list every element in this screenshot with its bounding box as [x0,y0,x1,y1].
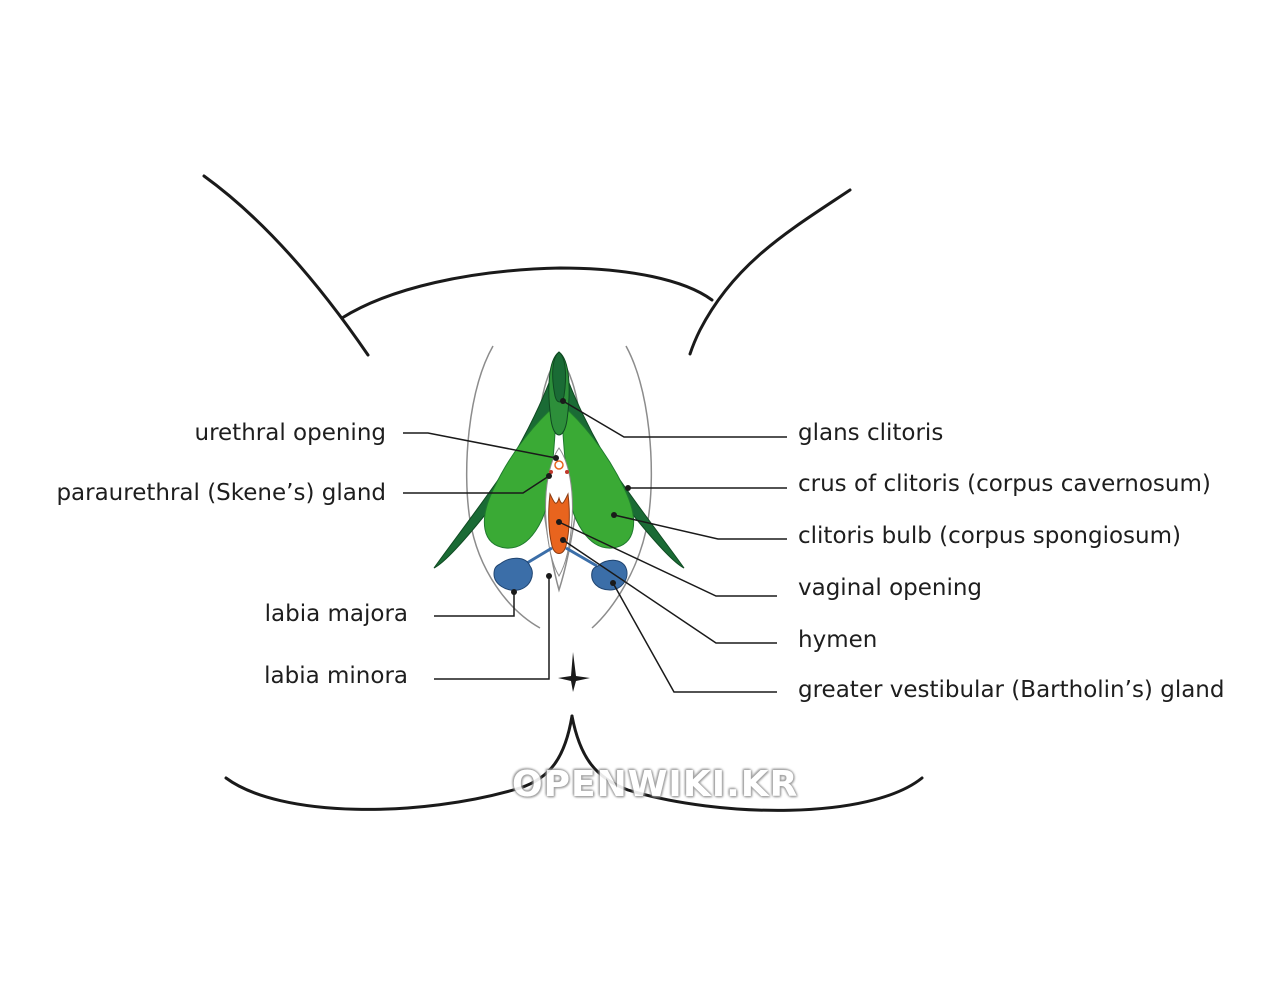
leader-urethral-opening [403,432,557,459]
label-paraurethral-gland: paraurethral (Skene’s) gland [56,480,386,506]
label-clitoris-bulb: clitoris bulb (corpus spongiosum) [798,523,1181,549]
leader-labia-majora [434,592,515,617]
label-greater-vestibular-gland: greater vestibular (Bartholin’s) gland [798,677,1225,703]
label-glans-clitoris: glans clitoris [798,420,944,446]
dot-urethral [553,455,559,461]
label-hymen: hymen [798,627,878,653]
leader-lines [403,400,787,693]
leader-bulb [613,514,787,540]
label-urethral-opening: urethral opening [194,420,387,446]
glans-group [548,351,570,436]
right-bartholin-gland [591,559,628,591]
leader-glans [562,400,787,438]
leader-bartholin [612,582,777,693]
right-buttock-curve [570,714,924,812]
anus-star [558,652,590,692]
left-bartholin-gland [493,557,533,591]
glans-tip [552,351,567,403]
dot-bulb [611,512,617,518]
leader-hymen [562,539,777,644]
dot-vaginal [556,519,562,525]
dot-labia-majora [511,589,517,595]
abdomen-curve [340,266,714,320]
left-buttock-curve [224,714,574,811]
left-bulb [483,403,557,549]
dot-labia-minora [546,573,552,579]
left-thigh-curve [202,174,370,357]
right-thigh-curve [688,188,852,356]
leader-paraurethral [403,475,550,494]
label-vaginal-opening: vaginal opening [798,575,983,601]
watermark: OPENWIKI.KR [512,764,799,805]
skene-gland-right [565,470,569,474]
dot-bartholin [610,580,616,586]
body-contours [202,174,924,812]
leader-dots [511,398,631,595]
skene-gland-left [549,470,553,474]
leader-vaginal [558,521,777,597]
urethral-opening-dot [554,460,564,470]
right-bartholin-duct [565,546,598,568]
leader-labia-minora [434,576,550,680]
bartholin-glands [493,546,628,591]
label-labia-minora: labia minora [264,663,408,689]
dot-hymen [560,537,566,543]
label-labia-majora: labia majora [264,601,408,627]
dot-crus [625,485,631,491]
label-crus-of-clitoris: crus of clitoris (corpus cavernosum) [798,471,1211,497]
dot-paraurethral [546,473,552,479]
dot-glans [560,398,566,404]
